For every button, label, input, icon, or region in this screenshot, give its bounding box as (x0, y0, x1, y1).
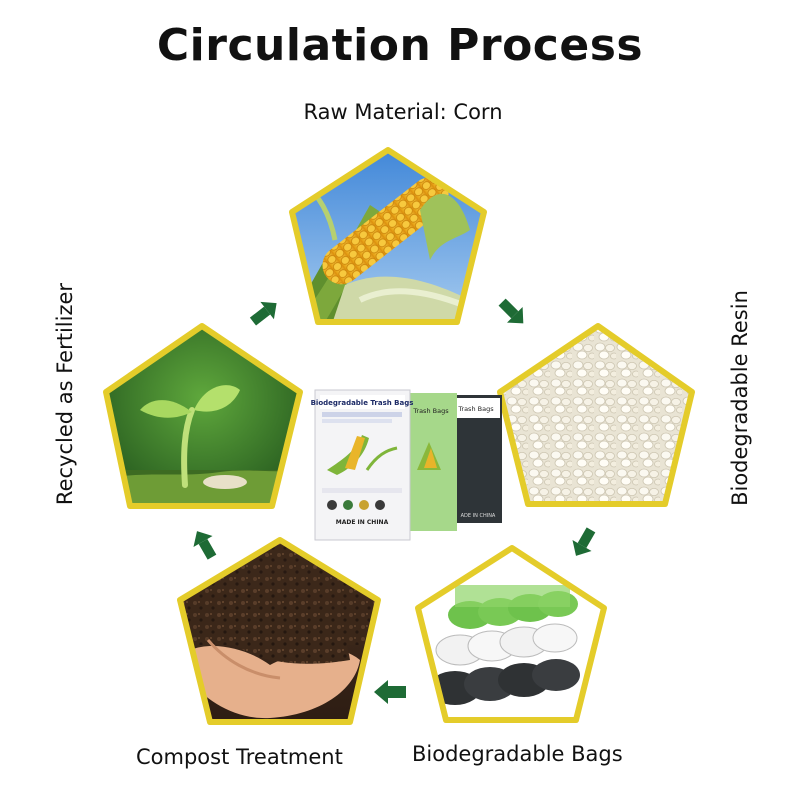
arrow-corn-to-resin-icon (498, 298, 524, 324)
stage-label-raw-material: Raw Material: Corn (303, 100, 503, 124)
stage-image-compost (177, 537, 381, 725)
stage-image-resin (497, 323, 695, 507)
arrow-compost-to-sprout-icon (193, 531, 217, 560)
package-green-title: Trash Bags (412, 407, 449, 415)
package-front-made-in: MADE IN CHINA (336, 519, 389, 526)
stage-label-bags: Biodegradable Bags (412, 742, 623, 766)
package-front-title: Biodegradable Trash Bags (311, 399, 414, 407)
center-package-illustration: Trash Bags ADE IN CHINA Trash Bags Biode… (311, 389, 502, 541)
stage-image-sprout (103, 323, 303, 509)
arrow-resin-to-bags-icon (572, 527, 596, 556)
arrow-sprout-to-corn-icon (249, 301, 277, 326)
stage-label-compost: Compost Treatment (136, 745, 343, 769)
arrow-bags-to-compost-icon (374, 680, 406, 704)
stage-image-corn (289, 147, 487, 325)
stage-image-bags (415, 545, 607, 723)
page-title: Circulation Process (156, 20, 644, 71)
package-dark-made-in: ADE IN CHINA (461, 513, 496, 519)
flow-arrows (193, 298, 596, 704)
package-dark-title: Trash Bags (457, 405, 494, 413)
